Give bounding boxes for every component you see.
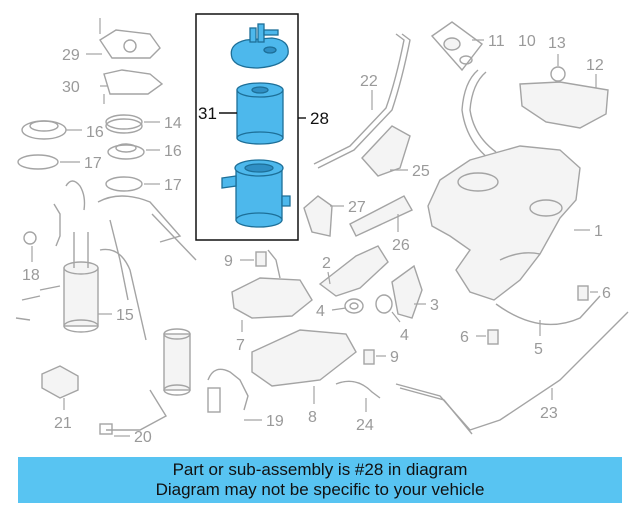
part-undershield-8[interactable] [251, 329, 357, 404]
callout-13: 13 [548, 35, 566, 52]
callout-7: 7 [236, 337, 245, 354]
callout-26: 26 [392, 237, 410, 254]
callout-2: 2 [322, 255, 331, 272]
callout-4: 4 [316, 303, 325, 320]
filter-top-cap[interactable] [230, 23, 289, 69]
banner-line-2: Diagram may not be specific to your vehi… [155, 480, 485, 499]
part-pump-cap-16b[interactable] [107, 143, 160, 160]
callout-30: 30 [62, 79, 80, 96]
part-strap-5[interactable] [495, 295, 601, 336]
part-bolt-6a[interactable] [577, 285, 598, 301]
callout-1: 1 [594, 223, 603, 240]
part-grommet-13[interactable] [550, 54, 566, 82]
part-grommet-4a[interactable] [331, 298, 364, 314]
callout-20: 20 [134, 429, 152, 446]
part-ring-14[interactable] [105, 114, 160, 134]
part-fuel-tank-1[interactable] [427, 69, 590, 301]
callout-15: 15 [116, 307, 134, 324]
part-harness-19[interactable] [207, 368, 262, 421]
part-hose-24[interactable] [335, 380, 381, 412]
callout-27: 27 [348, 199, 366, 216]
part-bracket-2[interactable] [318, 245, 389, 297]
callout-16: 16 [164, 143, 182, 160]
callout-22: 22 [360, 73, 378, 90]
callout-17: 17 [84, 155, 102, 172]
callout-10: 10 [518, 33, 536, 50]
callout-17: 17 [164, 177, 182, 194]
part-shield-7[interactable] [231, 249, 313, 332]
callout-23: 23 [540, 405, 558, 422]
part-harness-20[interactable] [99, 423, 130, 437]
part-fuel-line-23[interactable] [395, 311, 629, 435]
parts-diagram: 29 30 16 14 16 17 17 18 15 21 20 19 9 9 … [15, 13, 629, 446]
part-oring-17b[interactable] [105, 176, 160, 192]
callout-12: 12 [586, 57, 604, 74]
callout-25: 25 [412, 163, 430, 180]
callout-14: 14 [164, 115, 182, 132]
callout-8: 8 [308, 409, 317, 426]
callout-29: 29 [62, 47, 80, 64]
callout-28: 28 [310, 109, 329, 128]
callout-21: 21 [54, 415, 72, 432]
part-grommet-4b[interactable] [375, 294, 401, 323]
part-bolt-9a[interactable] [240, 251, 267, 267]
part-pump-cap-16a[interactable] [21, 120, 82, 140]
callout-4: 4 [400, 327, 409, 344]
callout-9: 9 [390, 349, 399, 366]
part-fuel-pump-lower[interactable] [106, 219, 191, 431]
part-heatshield-25[interactable] [361, 125, 411, 177]
part-bracket-30[interactable] [100, 69, 164, 104]
callout-18: 18 [22, 267, 40, 284]
callout-box-28[interactable] [195, 13, 306, 241]
callout-3: 3 [430, 297, 439, 314]
part-bolt-9b[interactable] [363, 349, 386, 365]
banner-line-1: Part or sub-assembly is #28 in diagram [172, 460, 468, 479]
part-sender-18[interactable] [23, 180, 86, 262]
part-strap-26[interactable] [349, 195, 413, 237]
callout-19: 19 [266, 413, 284, 430]
part-bracket-3[interactable] [391, 264, 426, 319]
callout-11: 11 [488, 33, 505, 50]
part-bolt-6b[interactable] [476, 329, 499, 345]
part-shield-12[interactable] [519, 74, 609, 129]
callout-31: 31 [198, 104, 217, 123]
callout-16: 16 [86, 124, 104, 141]
filter-cartridge-31[interactable] [236, 82, 284, 145]
callout-9: 9 [224, 253, 233, 270]
callout-6: 6 [602, 285, 611, 302]
part-connector-21[interactable] [41, 365, 79, 410]
part-filler-pipe-22[interactable] [313, 33, 411, 169]
part-fuel-pump-15[interactable] [15, 195, 197, 341]
info-banner: Part or sub-assembly is #28 in diagram D… [18, 457, 622, 503]
callout-24: 24 [356, 417, 374, 434]
filter-housing[interactable] [221, 159, 291, 228]
callout-5: 5 [534, 341, 543, 358]
part-bracket-27[interactable] [303, 195, 344, 237]
part-oring-17a[interactable] [17, 154, 80, 170]
part-bracket-29[interactable] [86, 18, 161, 59]
part-fuel-cap-10-11[interactable] [430, 21, 484, 72]
callout-6: 6 [460, 329, 469, 346]
